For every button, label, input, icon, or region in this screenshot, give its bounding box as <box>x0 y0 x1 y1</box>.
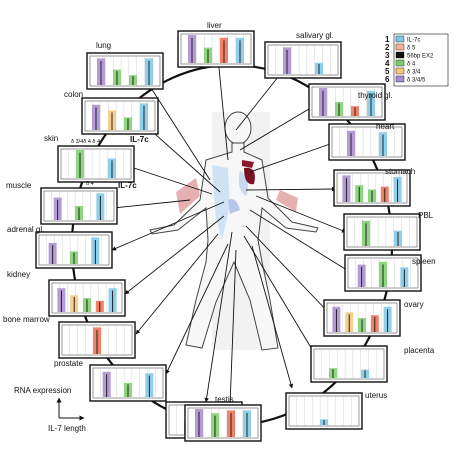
legend-number: 6 <box>385 75 390 84</box>
legend-entry: 4 δ 4 <box>385 59 416 68</box>
tissue-label-pbl: PBL <box>418 211 434 220</box>
panel-plot-area <box>313 348 385 380</box>
tissue-panel-kidney: kidney <box>7 270 126 317</box>
tissue-label-lung: lung <box>96 41 111 50</box>
axis-x-label: IL-7 length <box>48 424 86 433</box>
arrow-heart <box>249 142 334 173</box>
axis-y-label: RNA expression <box>14 386 71 395</box>
panel-plot-area <box>60 148 132 180</box>
arrow-prostate <box>165 243 229 375</box>
arrow-stomach <box>245 186 337 192</box>
arrow-spleen <box>249 209 351 273</box>
panel-plot-area <box>331 126 403 158</box>
il7c-muscle-label: IL-7c <box>118 181 137 190</box>
arrow-ovary <box>245 225 331 315</box>
arrow-placenta <box>243 235 317 357</box>
tissue-panel-liver: liver <box>177 21 255 68</box>
tissue-panel-spleen: spleen <box>344 254 436 292</box>
tissue-label-placenta: placenta <box>404 346 435 355</box>
tissue-panel-heart: heart <box>328 122 406 161</box>
tissue-panel-stomach: stomach <box>333 167 415 207</box>
legend-entry: 5 δ 3/4 <box>385 67 421 76</box>
legend-label: δ 5 <box>407 46 416 52</box>
legend-number: 1 <box>385 35 390 44</box>
legend-entry: 6 δ 3/4/5 <box>385 75 426 84</box>
tissue-label-liver: liver <box>207 21 222 30</box>
arrow-adrenal <box>111 201 225 251</box>
tissue-panel-uterus: uterus <box>285 391 387 430</box>
legend-entry: 3 56bp EX2 <box>385 51 434 60</box>
legend-entry: 1 IL-7c <box>385 35 420 44</box>
tissue-label-prostate: prostate <box>54 359 83 368</box>
legend-label: 56bp EX2 <box>407 54 434 60</box>
tissue-label-kidney: kidney <box>7 270 30 279</box>
legend-swatch <box>395 67 405 75</box>
human-body-figure <box>149 111 319 351</box>
tissue-panel-adrenal: adrenal gl. <box>7 225 113 269</box>
tissue-panel-pbl: PBL <box>343 211 434 251</box>
tissue-label-muscle: muscle <box>6 181 32 190</box>
tissue-panel-lung: lung <box>86 41 164 90</box>
skin-peak-annotation: δ 3/4δ 4 δ 4 <box>71 139 100 145</box>
arrow-kidney <box>124 215 225 295</box>
legend: 1 IL-7c 2 δ 5 3 56bp EX2 4 δ 4 5 δ 3/4 6 δ 3/4/5 <box>385 33 449 87</box>
arrow-unlabeled <box>204 231 233 403</box>
legend-swatch <box>395 51 405 59</box>
panel-plot-area <box>267 44 339 76</box>
arrow-lung <box>143 76 211 181</box>
tissue-panel-thyroid: thyroid gl. <box>308 83 393 121</box>
tissue-panel-ovary: ovary <box>323 299 424 337</box>
arrow-thyroid <box>239 105 315 151</box>
panel-plot-area <box>346 216 418 248</box>
panels-layer: lung liver salivary gl. colon thyroid gl. ski… <box>3 21 436 442</box>
legend-number: 3 <box>385 51 390 60</box>
arrow-liver <box>216 57 229 161</box>
arrow-testis <box>227 249 237 407</box>
il7c-skin-label: IL-7c <box>130 135 149 144</box>
legend-frame <box>393 33 449 87</box>
tissue-label-adrenal: adrenal gl. <box>7 225 44 234</box>
tissue-panel-testis: testis <box>184 395 262 442</box>
legend-number: 4 <box>385 59 390 68</box>
legend-label: δ 4 <box>407 62 416 68</box>
arrow-salivary <box>235 71 283 131</box>
legend-label: IL-7c <box>407 38 420 44</box>
tissue-label-stomach: stomach <box>385 167 415 176</box>
arrow-muscle <box>112 199 191 210</box>
tissue-panel-skin: skin <box>44 134 135 183</box>
tissue-label-heart: heart <box>376 122 395 131</box>
tissue-label-skin: skin <box>44 134 58 143</box>
arrow-uterus <box>251 245 294 389</box>
tissue-label-thyroid: thyroid gl. <box>358 91 393 100</box>
tissue-label-testis: testis <box>215 395 234 404</box>
tissue-label-colon: colon <box>64 90 83 99</box>
tissue-panel-salivary: salivary gl. <box>264 31 342 79</box>
tissue-panel-bonemarrow: bone marrow <box>3 315 136 359</box>
tissue-label-salivary: salivary gl. <box>296 31 334 40</box>
tissue-label-bonemarrow: bone marrow <box>3 315 50 324</box>
legend-swatch <box>395 43 405 51</box>
legend-swatch <box>395 75 405 83</box>
legend-number: 2 <box>385 43 390 52</box>
arrow-pbl <box>255 195 347 233</box>
tissue-label-spleen: spleen <box>412 257 436 266</box>
tissue-panel-placenta: placenta <box>310 345 435 383</box>
tissue-panel-prostate: prostate <box>54 359 167 402</box>
legend-swatch <box>395 35 405 43</box>
tissue-panel-colon: colon <box>64 90 159 135</box>
legend-number: 5 <box>385 67 390 76</box>
axis-key: RNA expression IL-7 length <box>14 386 86 433</box>
legend-swatch <box>395 59 405 67</box>
legend-entry: 2 δ 5 <box>385 43 416 52</box>
arrow-bonemarrow <box>135 233 219 335</box>
tissue-label-ovary: ovary <box>404 300 424 309</box>
tissue-label-uterus: uterus <box>365 391 387 400</box>
legend-label: δ 3/4 <box>407 70 421 76</box>
tissue-panel-muscle: muscle <box>6 181 118 225</box>
muscle-peak-annotation: δ 4 <box>86 181 94 187</box>
legend-label: δ 3/4/5 <box>407 78 426 84</box>
